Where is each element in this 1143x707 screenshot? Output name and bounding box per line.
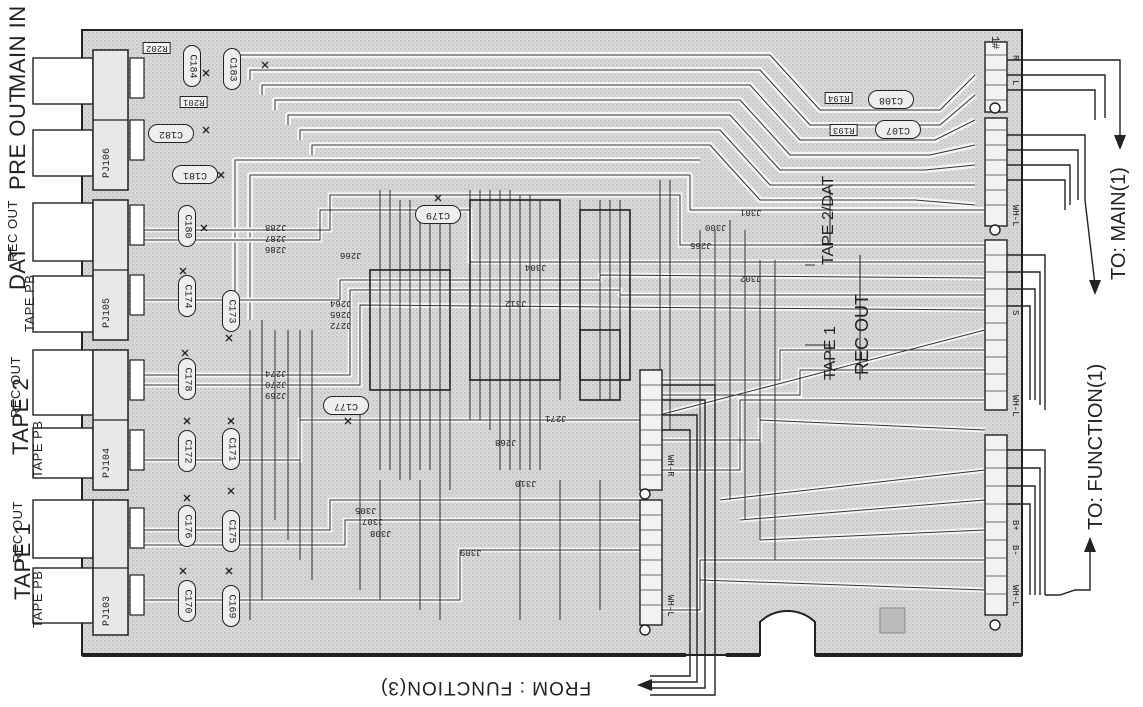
- jumper-j310: J310: [515, 478, 537, 488]
- fiducial: [879, 607, 906, 634]
- jumper-j304: J304: [525, 262, 547, 272]
- jumper-j302: J302: [740, 273, 762, 283]
- jumper-j309: J309: [460, 547, 482, 557]
- capacitor-c179: C179: [415, 205, 461, 224]
- capacitor-c184: C184: [183, 45, 201, 87]
- jumper-j264: J264: [330, 298, 352, 308]
- label-from-function: FROM : FUNCTION(3): [380, 677, 592, 698]
- jumper-j300: J300: [705, 222, 727, 232]
- leader-lines: [805, 190, 861, 380]
- jumper-j265a: J265: [690, 240, 712, 250]
- pj103-label: PJ103: [102, 595, 113, 626]
- pin-label: WH-L: [665, 595, 675, 617]
- label-tape2-rec-out: REC OUT: [8, 356, 23, 418]
- label-dat-rec-out: REC OUT: [5, 200, 20, 262]
- label-rec-out-mid: REC OUT: [852, 294, 872, 375]
- jumper-j269: J269: [265, 390, 287, 400]
- trace-bundle-top-outline: [234, 54, 1000, 320]
- jumper-j301: J301: [740, 207, 762, 217]
- pj105-label: PJ105: [102, 297, 113, 328]
- capacitor-c182: C182: [148, 124, 194, 143]
- label-main-in: MAIN IN: [5, 5, 30, 92]
- jack-pads: [129, 57, 145, 616]
- resistor-r202: R202: [143, 42, 171, 54]
- label-pre-out: PRE OUT: [5, 88, 30, 190]
- jumper-j271: J271: [545, 413, 567, 423]
- capacitor-c177: C177: [323, 396, 369, 415]
- label-tape2-dat: TAPE 2/DAT: [820, 175, 837, 265]
- jumper-j308: J308: [370, 528, 392, 538]
- label-tape1-tape-pb: TAPE PB: [30, 570, 45, 628]
- jumper-j287: J287: [265, 233, 287, 243]
- wires-to-main: [1007, 59, 1121, 286]
- label-to-main: TO: MAIN(1): [1108, 167, 1130, 280]
- pj104-label: PJ104: [102, 447, 113, 478]
- jumper-j272: J272: [330, 320, 352, 330]
- jumper-j268: J268: [495, 437, 517, 447]
- x-marks: [179, 61, 442, 575]
- resistor-r193: R193: [830, 124, 858, 136]
- resistor-r201: R201: [180, 96, 208, 108]
- capacitor-c172: C172: [178, 430, 196, 472]
- capacitor-c170: C170: [178, 580, 196, 622]
- pin-label: L: [1010, 80, 1020, 86]
- pin-label: S: [1010, 310, 1020, 316]
- capacitor-c174: C174: [178, 275, 196, 317]
- pin-1-label: 1#: [988, 36, 1000, 50]
- jack-blocks: [32, 57, 94, 624]
- label-tape1-rec-out: REC OUT: [10, 501, 25, 563]
- capacitor-c178: C178: [178, 358, 196, 400]
- capacitor-c183: C183: [223, 48, 241, 90]
- pin-label: B+: [1010, 520, 1020, 531]
- jumper-j288: J288: [265, 222, 287, 232]
- arrow-to-function: [1084, 537, 1096, 552]
- capacitor-c107: C107: [875, 120, 921, 139]
- label-to-function: TO: FUNCTION(1): [1085, 363, 1107, 530]
- capacitor-c175: C175: [222, 510, 240, 552]
- label-tape2-tape-pb: TAPE PB: [30, 420, 45, 478]
- jumper-j307: J307: [362, 516, 384, 526]
- capacitor-c171: C171: [222, 428, 240, 470]
- label-dat-tape-pb: TAPE PB: [22, 274, 37, 332]
- resistor-r194: R194: [825, 92, 853, 104]
- right-connector-pins: [985, 54, 1007, 595]
- capacitor-c108: C108: [868, 90, 914, 109]
- ic-outlines: [369, 199, 631, 401]
- capacitor-c181: C181: [172, 165, 218, 184]
- wires-to-function: [1007, 254, 1091, 596]
- capacitor-c169: C169: [222, 585, 240, 627]
- jumper-j270: J270: [265, 379, 287, 389]
- pj106-label: PJ106: [102, 147, 113, 178]
- jumper-j266: J266: [340, 250, 362, 260]
- wires-from-function: [650, 384, 716, 696]
- jack-dividers: [93, 119, 128, 569]
- pin-label: WH-L: [1010, 585, 1020, 607]
- pin-label: WH-L: [1010, 395, 1020, 417]
- jumper-j274: J274: [265, 368, 287, 378]
- capacitor-c173: C173: [222, 290, 240, 332]
- arrow-to-main-2: [1089, 280, 1101, 295]
- pin-label: WH-R: [665, 455, 675, 477]
- mounting-holes: [639, 102, 1001, 636]
- capacitor-c176: C176: [178, 505, 196, 547]
- arrow-to-main: [1114, 135, 1126, 150]
- jumper-j286: J286: [265, 244, 287, 254]
- capacitor-c180: C180: [178, 205, 196, 247]
- jumper-j312: J312: [505, 298, 527, 308]
- arrow-from-function: [637, 679, 652, 691]
- pin-label: R: [1010, 55, 1020, 61]
- pin-label: WH-L: [1010, 205, 1020, 227]
- pin-label: B-: [1010, 545, 1020, 556]
- jumper-j265b: J265: [330, 309, 352, 319]
- label-tape1-mid: TAPE 1: [822, 326, 839, 380]
- jumper-j305: J305: [355, 505, 377, 515]
- right-connectors: [984, 41, 1008, 616]
